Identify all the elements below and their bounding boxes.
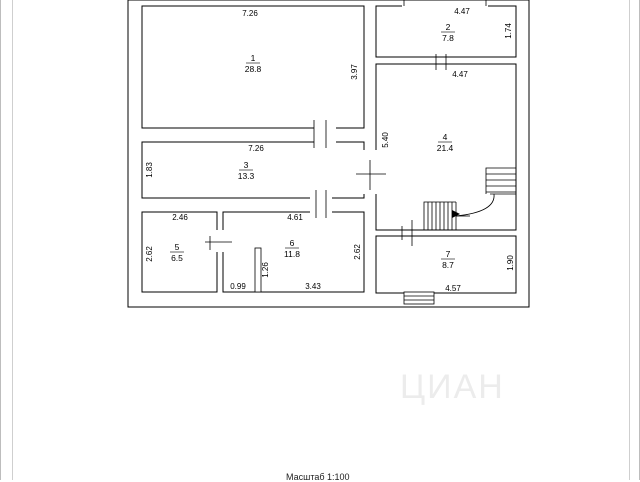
door-room2-room4 — [435, 54, 447, 70]
outer-wall — [127, 0, 530, 308]
room-2-label: 2 7.8 — [441, 22, 455, 43]
room-6-area: 11.8 — [284, 249, 300, 259]
room-4-label: 4 21.4 — [437, 132, 454, 153]
dim-room5-height: 2.62 — [145, 246, 154, 262]
room-7-area: 8.7 — [442, 260, 454, 270]
dim-room6-width: 4.61 — [287, 213, 303, 222]
room-3-label: 3 13.3 — [238, 160, 255, 181]
room-3-area: 13.3 — [238, 171, 255, 181]
door-room3-room4 — [356, 150, 386, 194]
room-2 — [375, 5, 517, 58]
room-5-area: 6.5 — [171, 253, 183, 263]
door-room1-room3 — [313, 120, 336, 148]
door-room2 — [402, 0, 488, 8]
scale-label: Масштаб 1:100 — [286, 472, 350, 482]
watermark: ЦИАН — [400, 368, 505, 406]
room-6-label: 6 11.8 — [284, 238, 300, 259]
dim-room6-height: 2.62 — [353, 244, 362, 260]
door-room3-room6 — [310, 190, 332, 218]
room-4-area: 21.4 — [437, 143, 454, 153]
dim-room3-width: 7.26 — [248, 144, 264, 153]
room-6 — [222, 211, 365, 293]
room-2-area: 7.8 — [442, 33, 454, 43]
room-1-area: 28.8 — [245, 64, 262, 74]
room-1-label: 1 28.8 — [245, 53, 262, 74]
room-1-number: 1 — [251, 53, 256, 63]
room-7-label: 7 8.7 — [441, 249, 455, 270]
dim-room6-nook-width: 0.99 — [230, 282, 246, 291]
dim-room3-height: 1.83 — [145, 162, 154, 178]
dim-room7-width: 4.57 — [445, 284, 461, 293]
room-6-number: 6 — [290, 238, 295, 248]
dim-room4-width: 4.47 — [452, 70, 468, 79]
room-4-number: 4 — [443, 132, 448, 142]
room-2-number: 2 — [446, 22, 451, 32]
page-inner-border — [12, 0, 630, 480]
room-5-label: 5 6.5 — [170, 242, 184, 263]
dim-room7-height: 1.90 — [506, 255, 515, 271]
dim-room4-height: 5.40 — [381, 132, 390, 148]
room-1 — [141, 5, 365, 129]
room-3-number: 3 — [244, 160, 249, 170]
room-5-number: 5 — [175, 242, 180, 252]
room-7-number: 7 — [446, 249, 451, 259]
dim-room5-width: 2.46 — [172, 213, 188, 222]
dim-room6-nook-height: 1.26 — [261, 262, 270, 278]
dim-room2-width: 4.47 — [454, 7, 470, 16]
room-6-nook-wall — [254, 247, 262, 293]
dim-room6-bottom-width: 3.43 — [305, 282, 321, 291]
staircase — [423, 167, 516, 230]
dim-room2-height: 1.74 — [504, 23, 513, 39]
entrance-steps — [403, 291, 435, 305]
room-7 — [375, 235, 517, 294]
dim-room1-height: 3.97 — [350, 64, 359, 80]
door-room4-room7 — [401, 220, 413, 246]
dim-room1-width: 7.26 — [242, 9, 258, 18]
door-room5-room6 — [205, 230, 232, 252]
